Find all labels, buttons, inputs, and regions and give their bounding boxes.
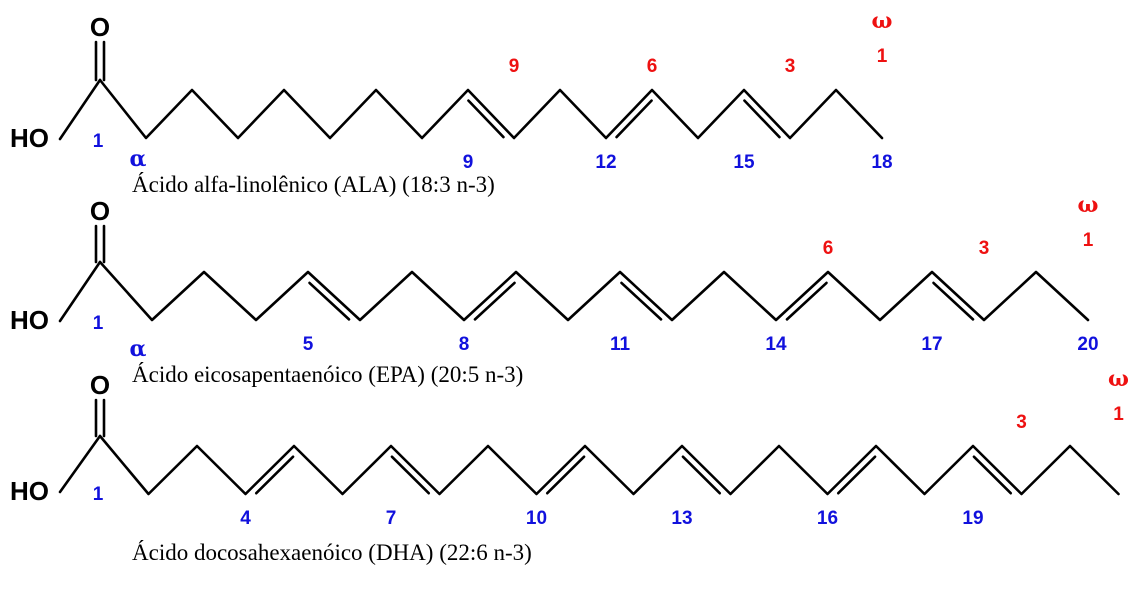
oxygen-atom: O — [90, 370, 110, 400]
carbon-chain — [98, 260, 1090, 322]
carbon-number-label: 4 — [240, 508, 251, 529]
double-bond-14 — [785, 281, 828, 321]
double-bond-9 — [467, 99, 505, 139]
carbon-number-label: 1 — [93, 484, 104, 505]
double-bond-10 — [545, 455, 586, 495]
carbon-number-label: 14 — [765, 334, 787, 355]
carbon-number-label: 16 — [817, 508, 838, 529]
double-bond-11 — [620, 281, 663, 321]
hydroxyl-group: HO — [10, 476, 49, 506]
double-bond-17 — [932, 281, 975, 321]
hydroxyl-bond — [58, 434, 102, 494]
omega-number-label: 1 — [1083, 230, 1094, 251]
omega-number-label: 6 — [647, 56, 658, 77]
carbon-number-label: 7 — [386, 508, 397, 529]
carbon-number-label: 5 — [303, 334, 314, 355]
omega-label: ω — [872, 8, 893, 34]
carbon-number-label: 11 — [610, 334, 631, 355]
double-bond-13 — [681, 455, 722, 495]
carbon-number-label: 18 — [871, 152, 892, 173]
molecule-caption: Ácido alfa-linolênico (ALA) (18:3 n-3) — [132, 172, 495, 197]
oxygen-atom: O — [90, 12, 110, 42]
carbon-number-label: 8 — [459, 334, 470, 355]
carbon-number-label: 17 — [921, 334, 942, 355]
double-bond-8 — [473, 281, 516, 321]
omega-label: ω — [1078, 192, 1099, 218]
carbon-number-label: 10 — [526, 508, 547, 529]
carbon-number-label: 12 — [595, 152, 616, 173]
double-bond-7 — [390, 455, 431, 495]
carbon-chain — [98, 434, 1120, 496]
double-bond-12 — [615, 99, 653, 139]
hydroxyl-bond — [58, 260, 102, 323]
alpha-label: α — [130, 146, 147, 172]
omega-number-label: 3 — [1016, 412, 1027, 433]
carbon-number-label: 1 — [93, 131, 104, 152]
carbon-number-label: 1 — [93, 313, 104, 334]
omega-number-label: 3 — [785, 56, 796, 77]
oxygen-atom: O — [90, 196, 110, 226]
omega-label: ω — [1108, 366, 1129, 392]
hydroxyl-group: HO — [10, 123, 49, 153]
molecule-caption: Ácido docosahexaenóico (DHA) (22:6 n-3) — [132, 540, 532, 565]
double-bond-15 — [743, 99, 781, 139]
omega-number-label: 1 — [1113, 404, 1124, 425]
double-bond-16 — [836, 455, 877, 495]
carbon-number-label: 15 — [733, 152, 755, 173]
omega-number-label: 9 — [509, 56, 520, 77]
carbon-number-label: 20 — [1077, 334, 1098, 355]
carbon-number-label: 13 — [671, 508, 692, 529]
omega-number-label: 6 — [823, 238, 834, 259]
hydroxyl-bond — [58, 78, 102, 141]
omega-number-label: 1 — [877, 46, 888, 67]
carbon-number-label: 19 — [962, 508, 983, 529]
carbon-chain — [98, 78, 884, 140]
alpha-label: α — [130, 336, 147, 362]
double-bond-19 — [972, 455, 1013, 495]
double-bond-4 — [254, 455, 295, 495]
omega-number-label: 3 — [979, 238, 990, 259]
molecule-caption: Ácido eicosapentaenóico (EPA) (20:5 n-3) — [132, 362, 523, 387]
hydroxyl-group: HO — [10, 305, 49, 335]
double-bond-5 — [308, 281, 351, 321]
carbon-number-label: 9 — [463, 152, 474, 173]
